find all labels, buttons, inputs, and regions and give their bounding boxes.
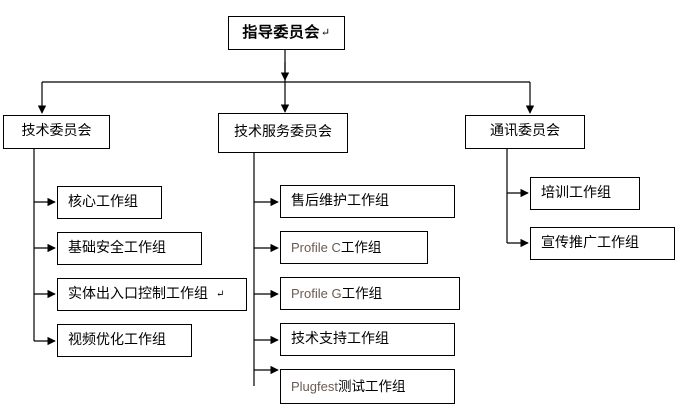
node-technical-support-wg[interactable]: 技术支持工作组 <box>280 323 455 356</box>
node-label: 宣传推广工作组 <box>541 235 639 251</box>
node-label: 基础安全工作组 <box>68 240 166 256</box>
node-label: 培训工作组 <box>541 185 611 201</box>
node-label: 视频优化工作组 <box>68 332 166 348</box>
node-label-latin: Profile C <box>291 240 341 255</box>
node-technical-service-committee[interactable]: 技术服务委员会 <box>218 113 348 153</box>
node-label: 售后维护工作组 <box>291 193 389 209</box>
node-label: 测试工作组 <box>337 378 406 394</box>
node-profile-g-wg[interactable]: Profile G 工作组 <box>280 277 460 310</box>
node-training-wg[interactable]: 培训工作组 <box>530 177 640 210</box>
node-label: 技术委员会 <box>21 124 92 139</box>
node-steering-committee[interactable]: 指导委员会↵ <box>228 16 345 50</box>
node-label: 指导委员会 <box>242 24 320 41</box>
node-communication-committee[interactable]: 通讯委员会 <box>465 115 585 149</box>
node-basic-security-wg[interactable]: 基础安全工作组 <box>57 232 202 265</box>
node-after-sales-maintenance-wg[interactable]: 售后维护工作组 <box>280 185 455 218</box>
node-label: 实体出入口控制工作组 <box>68 286 208 302</box>
pilcrow-mark: ↵ <box>320 26 331 39</box>
node-label: 技术支持工作组 <box>291 331 389 347</box>
node-label: 核心工作组 <box>68 194 138 210</box>
node-video-optimization-wg[interactable]: 视频优化工作组 <box>57 324 192 357</box>
node-label: 工作组 <box>340 239 382 255</box>
node-profile-c-wg[interactable]: Profile C 工作组 <box>280 231 428 264</box>
node-label: 通讯委员会 <box>490 124 560 139</box>
node-label: 工作组 <box>341 285 383 301</box>
node-promotion-wg[interactable]: 宣传推广工作组 <box>530 227 675 260</box>
pilcrow-mark: ↵ <box>216 288 225 300</box>
node-label-latin: Plugfest <box>291 379 338 394</box>
node-label-latin: Profile G <box>291 286 342 301</box>
node-label: 技术服务委员会 <box>234 125 332 140</box>
node-technical-committee[interactable]: 技术委员会 <box>3 115 110 149</box>
node-core-wg[interactable]: 核心工作组 <box>57 186 162 219</box>
node-physical-access-control-wg[interactable]: 实体出入口控制工作组 ↵ <box>57 278 247 311</box>
